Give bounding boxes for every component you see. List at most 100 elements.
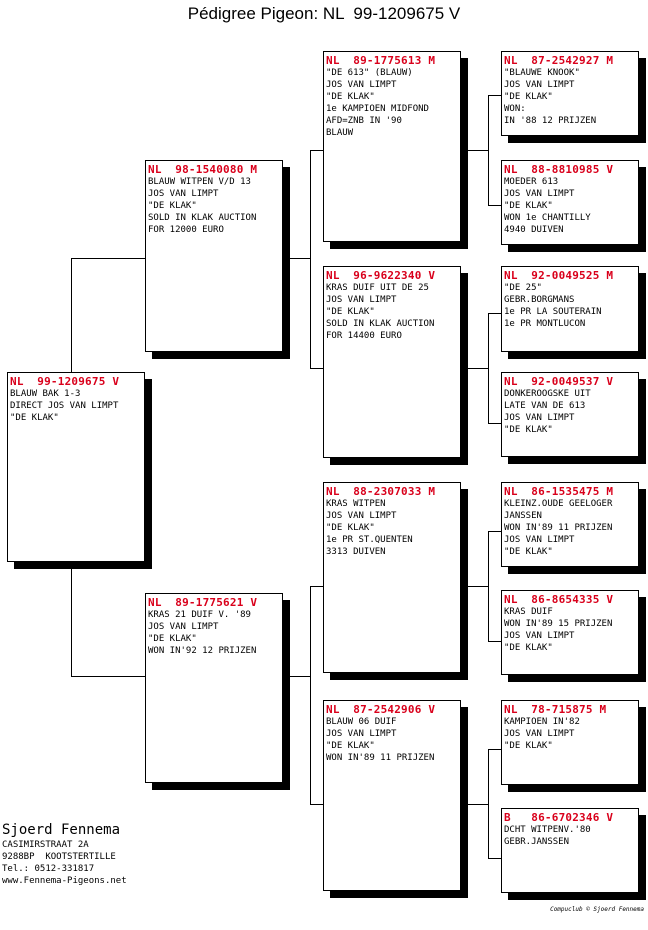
card-line: "DE 613" (BLAUW) <box>326 68 413 78</box>
card-line: JOS VAN LIMPT <box>504 189 575 199</box>
card-line: JOS VAN LIMPT <box>326 80 397 90</box>
connector <box>488 313 489 423</box>
connector <box>283 676 310 677</box>
owner-website[interactable]: www.Fennema-Pigeons.net <box>2 876 127 886</box>
card-line: 3313 DUIVEN <box>326 547 386 557</box>
card-line: JANSSEN <box>504 511 542 521</box>
owner-phone: Tel.: 0512-331817 <box>2 864 95 874</box>
connector <box>310 586 311 804</box>
card-line: JOS VAN LIMPT <box>326 511 397 521</box>
pedigree-card-subject[interactable]: NL 99-1209675 V BLAUW BAK 1-3 DIRECT JOS… <box>7 372 145 562</box>
pedigree-card-great-grandparent[interactable]: NL 86-8654335 V KRAS DUIF WON IN'89 15 P… <box>501 590 639 675</box>
connector <box>461 368 488 369</box>
pedigree-card-great-grandparent[interactable]: NL 87-2542927 M "BLAUWE KNOOK" JOS VAN L… <box>501 51 639 136</box>
card-line: DONKEROOGSKE UIT <box>504 389 591 399</box>
pedigree-card-great-grandparent[interactable]: B 86-6702346 V DCHT WITPENV.'80 GEBR.JAN… <box>501 808 639 893</box>
connector <box>310 150 324 151</box>
ring-number: NL 92-0049537 V <box>504 375 614 388</box>
card-line: GEBR.BORGMANS <box>504 295 575 305</box>
card-line: AFD=ZNB IN '90 <box>326 116 402 126</box>
pedigree-card-great-grandparent[interactable]: NL 88-8810985 V MOEDER 613 JOS VAN LIMPT… <box>501 160 639 245</box>
connector <box>488 423 502 424</box>
connector <box>488 95 489 205</box>
ring-number: NL 96-9622340 V <box>326 269 436 282</box>
card-line: "DE KLAK" <box>504 201 553 211</box>
ring-number: NL 89-1775613 M <box>326 54 436 67</box>
card-line: 4940 DUIVEN <box>504 225 564 235</box>
connector <box>488 531 489 641</box>
card-line: BLAUW <box>326 128 354 138</box>
connector <box>71 562 72 676</box>
card-line: IN '88 12 PRIJZEN <box>504 116 597 126</box>
card-line: WON IN'92 12 PRIJZEN <box>148 646 257 656</box>
pedigree-card-great-grandparent[interactable]: NL 78-715875 M KAMPIOEN IN'82 JOS VAN LI… <box>501 700 639 785</box>
card-line: KRAS 21 DUIF V. '89 <box>148 610 251 620</box>
ring-number: NL 88-8810985 V <box>504 163 614 176</box>
connector <box>488 749 489 858</box>
connector <box>310 804 324 805</box>
connector <box>488 858 502 859</box>
card-line: WON IN'89 15 PRIJZEN <box>504 619 613 629</box>
card-line: DCHT WITPENV.'80 <box>504 825 591 835</box>
owner-name: Sjoerd Fennema <box>2 822 121 838</box>
pedigree-card-great-grandparent[interactable]: NL 86-1535475 M KLEINZ.OUDE GEELOGER JAN… <box>501 482 639 567</box>
card-line: DIRECT JOS VAN LIMPT <box>10 401 119 411</box>
ring-number: NL 98-1540080 M <box>148 163 258 176</box>
pedigree-card-sire[interactable]: NL 98-1540080 M BLAUW WITPEN V/D 13 JOS … <box>145 160 283 352</box>
card-line: "DE KLAK" <box>326 741 375 751</box>
card-line: JOS VAN LIMPT <box>148 622 219 632</box>
connector <box>488 531 502 532</box>
ring-number: NL 87-2542906 V <box>326 703 436 716</box>
connector <box>488 205 502 206</box>
ring-number: NL 99-1209675 V <box>10 375 120 388</box>
card-line: "BLAUWE KNOOK" <box>504 68 580 78</box>
card-line: JOS VAN LIMPT <box>504 413 575 423</box>
card-line: 1e PR MONTLUCON <box>504 319 586 329</box>
connector <box>488 95 502 96</box>
pedigree-card-great-grandparent[interactable]: NL 92-0049525 M "DE 25" GEBR.BORGMANS 1e… <box>501 266 639 352</box>
card-line: WON 1e CHANTILLY <box>504 213 591 223</box>
card-line: BLAUW WITPEN V/D 13 <box>148 177 251 187</box>
card-line: "DE KLAK" <box>326 523 375 533</box>
connector <box>310 586 324 587</box>
card-line: "DE KLAK" <box>504 92 553 102</box>
connector <box>488 749 502 750</box>
card-line: JOS VAN LIMPT <box>326 729 397 739</box>
pedigree-card-great-grandparent[interactable]: NL 92-0049537 V DONKEROOGSKE UIT LATE VA… <box>501 372 639 457</box>
card-line: "DE 25" <box>504 283 542 293</box>
ring-number: NL 86-1535475 M <box>504 485 614 498</box>
card-line: WON: <box>504 104 526 114</box>
ring-number: NL 88-2307033 M <box>326 485 436 498</box>
card-line: SOLD IN KLAK AUCTION <box>148 213 257 223</box>
pedigree-card-grandparent[interactable]: NL 87-2542906 V BLAUW 06 DUIF JOS VAN LI… <box>323 700 461 891</box>
card-line: "DE KLAK" <box>504 741 553 751</box>
card-line: LATE VAN DE 613 <box>504 401 586 411</box>
card-line: "DE KLAK" <box>148 634 197 644</box>
card-line: BLAUW BAK 1-3 <box>10 389 81 399</box>
card-line: BLAUW 06 DUIF <box>326 717 397 727</box>
card-line: SOLD IN KLAK AUCTION <box>326 319 435 329</box>
pedigree-card-grandparent[interactable]: NL 88-2307033 M KRAS WITPEN JOS VAN LIMP… <box>323 482 461 673</box>
ring-number: NL 86-8654335 V <box>504 593 614 606</box>
connector <box>310 368 324 369</box>
card-line: 1e PR LA SOUTERAIN <box>504 307 602 317</box>
card-line: WON IN'89 11 PRIJZEN <box>326 753 435 763</box>
card-line: JOS VAN LIMPT <box>504 729 575 739</box>
ring-number: NL 92-0049525 M <box>504 269 614 282</box>
card-line: "DE KLAK" <box>504 425 553 435</box>
card-line: JOS VAN LIMPT <box>148 189 219 199</box>
card-line: WON IN'89 11 PRIJZEN <box>504 523 613 533</box>
connector <box>283 258 310 259</box>
connector <box>310 150 311 368</box>
pedigree-card-dam[interactable]: NL 89-1775621 V KRAS 21 DUIF V. '89 JOS … <box>145 593 283 783</box>
owner-city: 9288BP KOOTSTERTILLE <box>2 852 116 862</box>
card-line: JOS VAN LIMPT <box>504 80 575 90</box>
owner-address: CASIMIRSTRAAT 2A <box>2 840 89 850</box>
pedigree-card-grandparent[interactable]: NL 96-9622340 V KRAS DUIF UIT DE 25 JOS … <box>323 266 461 458</box>
pedigree-card-grandparent[interactable]: NL 89-1775613 M "DE 613" (BLAUW) JOS VAN… <box>323 51 461 242</box>
card-line: FOR 14400 EURO <box>326 331 402 341</box>
connector <box>71 258 147 259</box>
card-line: 1e KAMPIOEN MIDFOND <box>326 104 429 114</box>
owner-info: Sjoerd Fennema CASIMIRSTRAAT 2A 9288BP K… <box>2 822 127 887</box>
ring-number: NL 89-1775621 V <box>148 596 258 609</box>
